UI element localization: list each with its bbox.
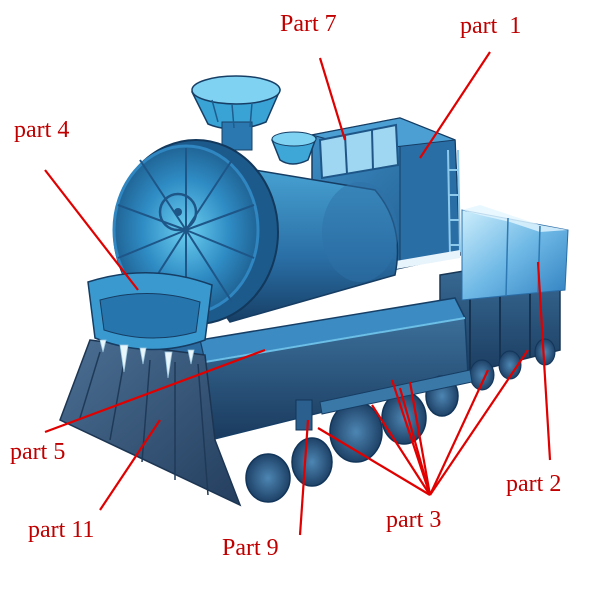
label-part3: part 3 xyxy=(386,508,441,532)
label-part4: part 4 xyxy=(14,118,69,142)
label-part5: part 5 xyxy=(10,440,65,464)
smokestack xyxy=(192,76,280,150)
label-part11: part 11 xyxy=(28,518,94,542)
label-part1: part 1 xyxy=(460,14,521,38)
steam-dome xyxy=(272,132,316,164)
label-part2: part 2 xyxy=(506,472,561,496)
label-part7: Part 7 xyxy=(280,12,337,36)
label-part9: Part 9 xyxy=(222,536,279,560)
leader-part7 xyxy=(320,58,345,140)
